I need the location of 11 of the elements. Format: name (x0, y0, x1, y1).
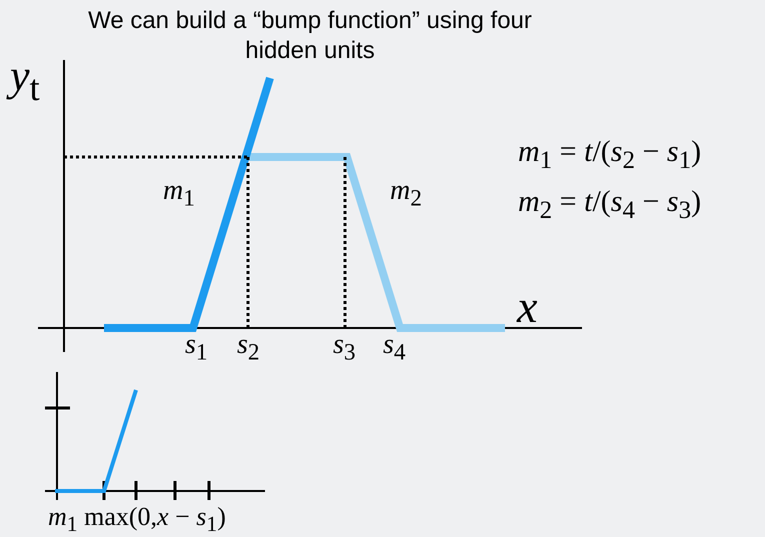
equation: m$_{2}$ = t/(s$_{4}$ − s$_{3}$) (518, 185, 702, 224)
tick-label: s$_{4}$ (383, 330, 406, 366)
tick-label: s$_{3}$ (333, 330, 356, 366)
equation: m$_{1}$ = t/(s$_{2}$ − s$_{1}$) (518, 135, 702, 174)
slope-label: m$_{2}$ (390, 176, 422, 212)
formula-label: m$_{1}$ max(0,x − s$_{1}$) (48, 503, 226, 537)
title: We can build a “bump function” using four hidden units (87, 6, 533, 66)
tick-label: s$_{2}$ (237, 330, 260, 366)
slope-label: m$_{1}$ (163, 176, 195, 212)
tick-label: s$_{1}$ (185, 330, 208, 366)
axis-label: x (517, 282, 538, 333)
